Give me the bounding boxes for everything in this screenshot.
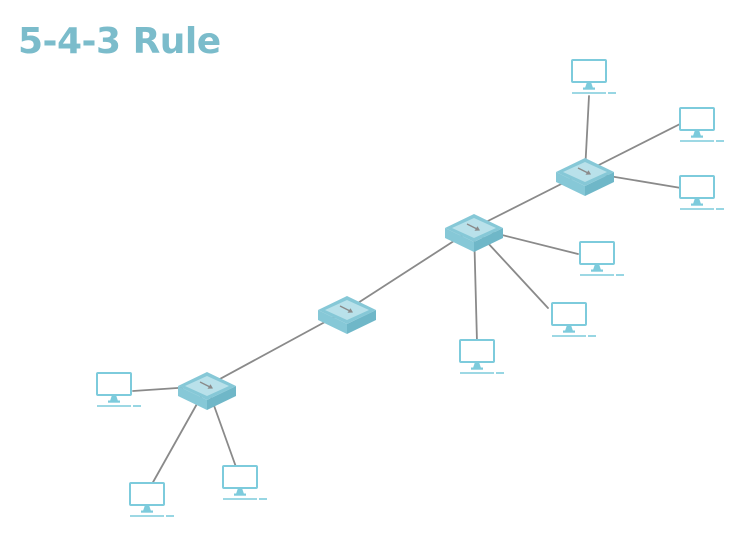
desktop-computer-icon [96,372,141,407]
hub-icon [318,296,376,334]
hub-icon [178,372,236,410]
links-layer [132,95,682,485]
desktop-computer-icon [679,107,724,142]
desktop-computer-icon [579,241,624,276]
pc-8-link [584,123,681,173]
desktop-computer-icon [551,302,596,337]
hub-icon [556,158,614,196]
desktop-computer-icon [459,339,504,374]
desktop-computer-icon [222,465,267,500]
desktop-computer-icon [679,175,724,210]
page-title: 5-4-3 Rule [18,21,221,62]
desktop-computer-icon [571,59,616,94]
hub-icon [445,214,503,252]
nodes-layer [96,59,724,517]
desktop-computer-icon [129,482,174,517]
